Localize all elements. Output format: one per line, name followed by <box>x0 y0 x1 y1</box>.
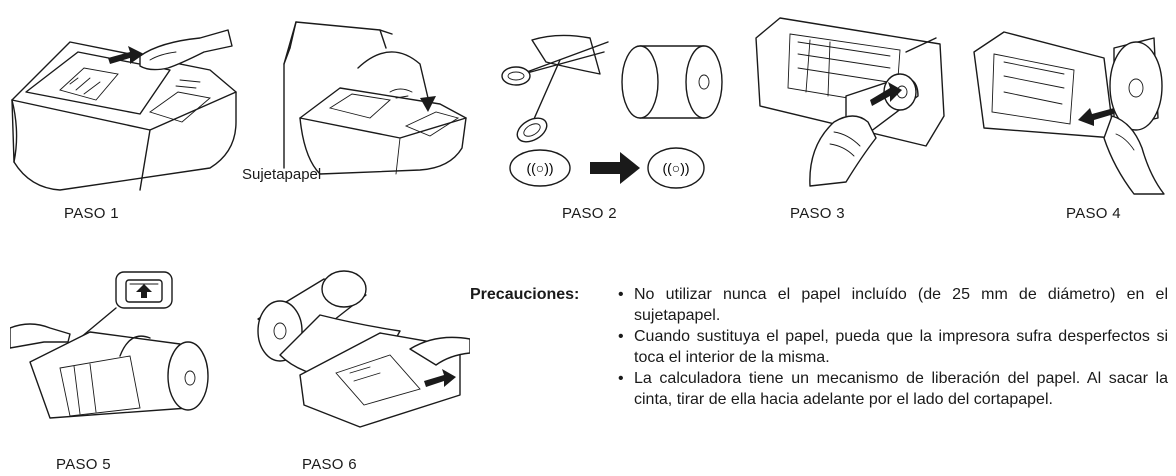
step-5-illustration <box>10 258 220 433</box>
step-1-caption: PASO 1 <box>64 205 119 222</box>
step-4-illustration <box>964 8 1174 198</box>
precaution-item: La calculadora tiene un mecanismo de lib… <box>618 368 1168 410</box>
svg-text:((○)): ((○)) <box>662 160 689 176</box>
step-5-caption: PASO 5 <box>56 456 111 473</box>
paper-holder-illustration <box>240 8 470 178</box>
precautions-list: No utilizar nunca el papel incluído (de … <box>618 284 1168 410</box>
step-4-caption: PASO 4 <box>1066 205 1121 222</box>
svg-text:((○)): ((○)) <box>526 160 553 176</box>
step-3-illustration <box>750 6 950 196</box>
precaution-item: Cuando sustituya el papel, pueda que la … <box>618 326 1168 368</box>
step-6-illustration <box>240 255 470 435</box>
precautions-title: Precauciones: <box>470 286 580 303</box>
step-2-illustration: ((○)) ((○)) <box>500 18 730 193</box>
step-3-caption: PASO 3 <box>790 205 845 222</box>
step-2-caption: PASO 2 <box>562 205 617 222</box>
step-1-illustration <box>0 12 240 192</box>
step-6-caption: PASO 6 <box>302 456 357 473</box>
precaution-item: No utilizar nunca el papel incluído (de … <box>618 284 1168 326</box>
paper-holder-label: Sujetapapel <box>242 166 322 183</box>
